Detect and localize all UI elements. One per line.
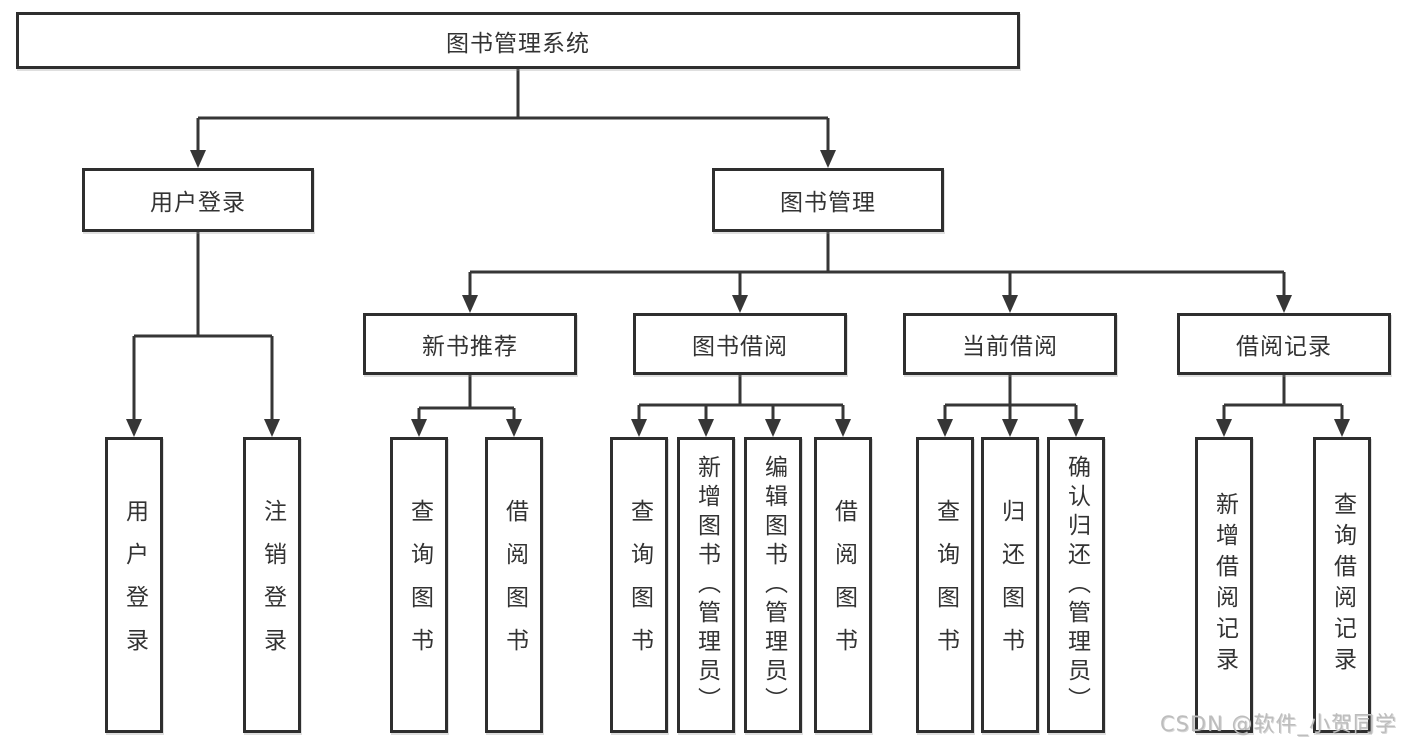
leaf-logout: 注销登录 (243, 437, 301, 733)
leaf-query-books-current: 查询图书 (916, 437, 974, 733)
leaf-logout-label: 注销登录 (259, 499, 286, 671)
node-current-borrow: 当前借阅 (903, 313, 1117, 375)
leaf-borrow-books-borrow-label: 借阅图书 (830, 499, 857, 671)
leaf-borrow-books-recommend: 借阅图书 (485, 437, 543, 733)
connector-root-to-level2 (196, 69, 830, 152)
leaf-return-book: 归还图书 (981, 437, 1039, 733)
node-user-login-label: 用户登录 (150, 190, 246, 216)
node-borrow-records-label: 借阅记录 (1236, 334, 1332, 360)
connector-login-branch (132, 232, 274, 422)
node-root-label: 图书管理系统 (446, 30, 590, 57)
leaf-confirm-return-admin: 确认归还（管理员） (1047, 437, 1105, 733)
connector-recommend-branch (417, 375, 516, 422)
leaf-query-books-recommend: 查询图书 (390, 437, 448, 733)
arrowheads-leaves (411, 419, 1350, 437)
leaf-query-books-recommend-label: 查询图书 (406, 499, 433, 671)
node-new-book-recommend: 新书推荐 (363, 313, 577, 375)
leaf-add-book-admin: 新增图书（管理员） (677, 437, 735, 733)
leaf-query-borrow-record: 查询借阅记录 (1313, 437, 1371, 733)
csdn-watermark: CSDN @软件_小贺同学 (1159, 712, 1397, 736)
connector-records-branch (1222, 375, 1344, 422)
node-book-management-label: 图书管理 (780, 190, 876, 216)
connector-current-branch (943, 375, 1078, 422)
node-borrow-records: 借阅记录 (1177, 313, 1391, 375)
leaf-add-borrow-record-label: 新增借阅记录 (1211, 492, 1238, 678)
node-root: 图书管理系统 (16, 12, 1020, 69)
leaf-add-borrow-record: 新增借阅记录 (1195, 437, 1253, 733)
connector-borrow-branch (637, 375, 845, 422)
leaf-user-login: 用户登录 (105, 437, 163, 733)
leaf-borrow-books-recommend-label: 借阅图书 (501, 499, 528, 671)
leaf-query-borrow-record-label: 查询借阅记录 (1329, 492, 1356, 678)
leaf-query-books-borrow: 查询图书 (610, 437, 668, 733)
leaf-edit-book-admin-label: 编辑图书（管理员） (760, 454, 787, 716)
leaf-add-book-admin-label: 新增图书（管理员） (693, 454, 720, 716)
node-new-book-recommend-label: 新书推荐 (422, 334, 518, 360)
node-current-borrow-label: 当前借阅 (962, 334, 1058, 360)
leaf-edit-book-admin: 编辑图书（管理员） (744, 437, 802, 733)
node-book-borrow: 图书借阅 (633, 313, 847, 375)
leaf-query-books-borrow-label: 查询图书 (626, 499, 653, 671)
arrowheads-level2 (190, 150, 836, 168)
arrowheads-level3 (462, 295, 1292, 313)
node-book-management: 图书管理 (712, 168, 944, 232)
leaf-query-books-current-label: 查询图书 (932, 499, 959, 671)
node-book-borrow-label: 图书借阅 (692, 334, 788, 360)
leaf-confirm-return-admin-label: 确认归还（管理员） (1063, 454, 1090, 716)
leaf-user-login-label: 用户登录 (121, 499, 148, 671)
leaf-return-book-label: 归还图书 (997, 499, 1024, 671)
arrowheads-login-leaves (126, 419, 280, 437)
leaf-borrow-books-borrow: 借阅图书 (814, 437, 872, 733)
node-user-login: 用户登录 (82, 168, 314, 232)
connector-mgmt-to-level3 (468, 232, 1286, 298)
